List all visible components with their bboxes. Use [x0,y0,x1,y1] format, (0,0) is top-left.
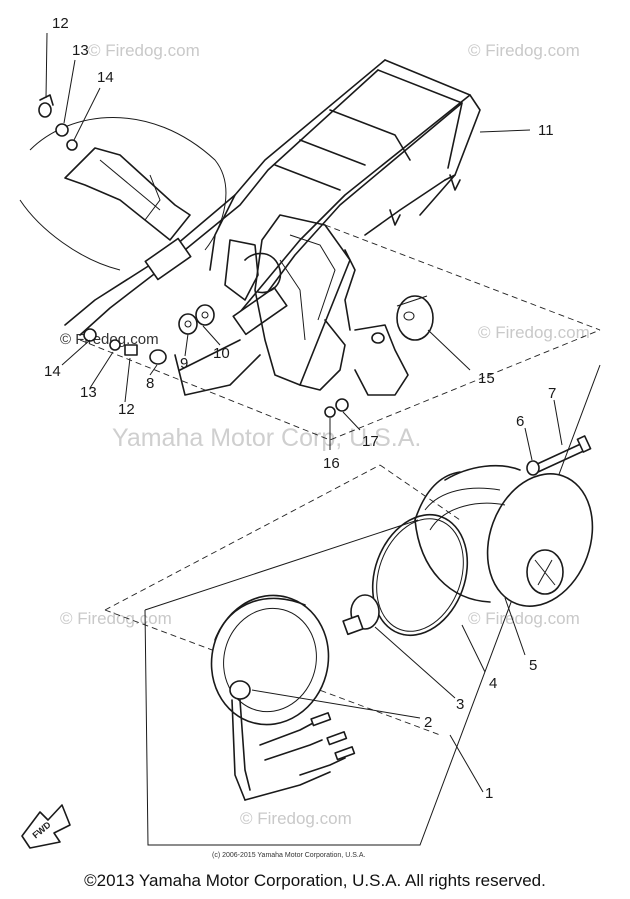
callout-labels: 12 13 14 11 14 13 12 8 9 10 15 16 17 7 6… [44,15,556,802]
part-4-rim [371,513,469,637]
watermark-firedog: © Firedog.com [468,609,580,628]
fwd-arrow-icon: FWD [21,804,71,849]
callout-1: 1 [485,785,493,802]
callout-5: 5 [529,657,537,674]
callout-13-left: 13 [80,384,97,401]
small-copyright: (c) 2006-2015 Yamaha Motor Corporation, … [212,852,365,859]
callout-7: 7 [548,385,556,402]
bracket-left [64,147,191,241]
part-7-bolt [526,435,592,476]
part-5-housing [414,464,594,607]
callout-17: 17 [362,433,379,450]
callout-13-top: 13 [72,42,89,59]
callout-6: 6 [516,413,524,430]
dashed-group-outline [79,224,601,441]
watermark-center: Yamaha Motor Corp, U.S.A. [112,424,421,452]
watermark-firedog: © Firedog.com [60,609,172,628]
callout-12-left: 12 [118,401,135,418]
callout-12-top: 12 [52,15,69,32]
footer-copyright: ©2013 Yamaha Motor Corporation, U.S.A. A… [84,871,546,890]
fender-outline [19,117,227,271]
watermark-firedog: © Firedog.com [468,41,580,60]
part-15-reflector [396,295,434,341]
part-2-lens-unit [210,594,356,801]
callout-16: 16 [323,455,340,472]
leader-lines [45,32,563,793]
callout-3: 3 [456,696,464,713]
carrier-frame [64,59,481,336]
callout-15: 15 [478,370,495,387]
callout-11: 11 [538,122,554,139]
callout-9: 9 [180,355,188,372]
light-bracket [174,214,409,396]
hardware-left [38,94,349,418]
callout-4: 4 [489,675,497,692]
callout-10: 10 [213,345,230,362]
callout-2: 2 [424,714,432,731]
watermark-firedog: © Firedog.com [88,41,200,60]
callout-14-top: 14 [97,69,114,86]
watermark-firedog: © Firedog.com [478,323,590,342]
dashed-headlight-box [104,464,461,736]
watermark-firedog: © Firedog.com [240,809,352,828]
callout-8: 8 [146,375,154,392]
part-3-bulb [342,594,380,636]
headlight-box-outline [144,364,601,846]
callout-14-left: 14 [44,363,61,380]
